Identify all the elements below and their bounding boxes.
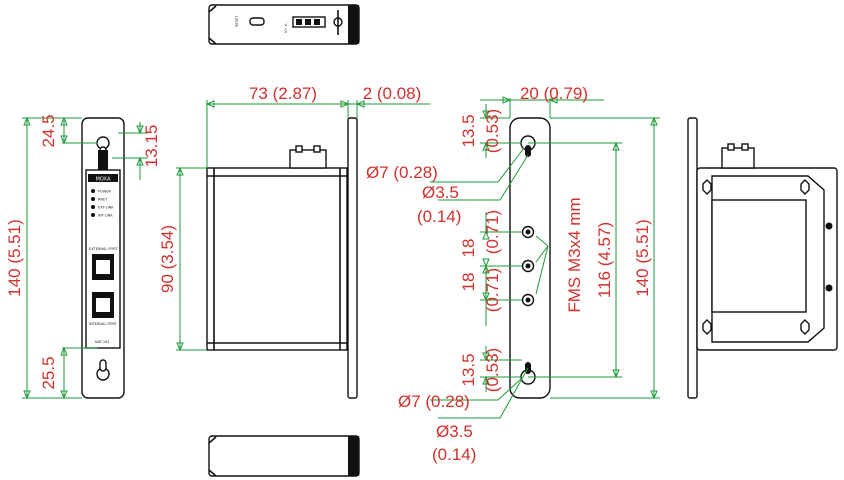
led-ext-link-label: EXT-LINK: [98, 206, 114, 210]
led-int-link-label: INT-LINK: [98, 214, 113, 218]
model-label: NAT-102: [95, 340, 110, 344]
external-port-label: EXTERNAL PORT: [89, 247, 118, 251]
bracket-top-offset-mm: 13.5: [459, 114, 478, 147]
top-view: RESET V+ V-: [208, 4, 360, 45]
front-slot-dimension: 13.15: [142, 125, 161, 168]
side-height-dimension: 90 (3.54): [158, 225, 177, 293]
front-bottom-hole-dimension: 25.5: [39, 356, 58, 389]
front-top-hole-dimension: 24.5: [39, 114, 58, 147]
brand-logo: MOXA: [96, 177, 111, 183]
bracket-top-hole-diameter: Ø7 (0.28): [366, 163, 438, 182]
bracket-spacing-2-in: (0.71): [483, 268, 502, 312]
internal-port-label: INTERNAL PORT: [89, 322, 118, 326]
reset-label: RESET: [235, 15, 239, 27]
power-input-label: V+ V-: [284, 22, 288, 33]
led-power-label: POWER: [98, 190, 112, 194]
bracket-top-offset-in: (0.53): [483, 109, 502, 153]
front-view-dimensions: [22, 116, 148, 400]
bracket-screw-note: FMS M3x4 mm: [565, 197, 584, 312]
bracket-total-height-dimension: 140 (5.51): [633, 219, 652, 297]
bracket-width-dimension: 20 (0.79): [520, 84, 588, 103]
side-view-dimensions: [176, 100, 430, 352]
led-rnet-label: RNET: [98, 198, 108, 202]
bracket-view-dimensions: [430, 96, 660, 419]
bracket-spacing-1-in: (0.71): [483, 210, 502, 254]
bracket-bottom-offset-in: (0.53): [483, 348, 502, 392]
bracket-spacing-1-mm: 18: [459, 239, 478, 258]
side-depth-dimension: 73 (2.87): [249, 84, 317, 103]
bracket-top-slot-diameter-in: (0.14): [417, 207, 461, 226]
bracket-bottom-slot-diameter-in: (0.14): [432, 445, 476, 464]
front-height-dimension: 140 (5.51): [5, 219, 24, 297]
side-view: [206, 117, 358, 399]
bottom-view: [208, 435, 360, 477]
bracket-hole-span-dimension: 116 (4.57): [595, 222, 614, 298]
bracket-top-slot-diameter-mm: Ø3.5: [422, 183, 459, 202]
bracket-spacing-2-mm: 18: [459, 273, 478, 292]
bracket-bottom-hole-diameter: Ø7 (0.28): [398, 392, 470, 411]
bracket-bottom-slot-diameter-mm: Ø3.5: [436, 422, 473, 441]
front-view: MOXA POWER RNET EXT-LINK INT-LINK EXTERN…: [81, 117, 125, 399]
rear-view: [687, 117, 838, 399]
bracket-bottom-offset-mm: 13.5: [459, 353, 478, 386]
side-bracket-dimension: 2 (0.08): [363, 84, 422, 103]
bracket-view: [509, 117, 551, 399]
